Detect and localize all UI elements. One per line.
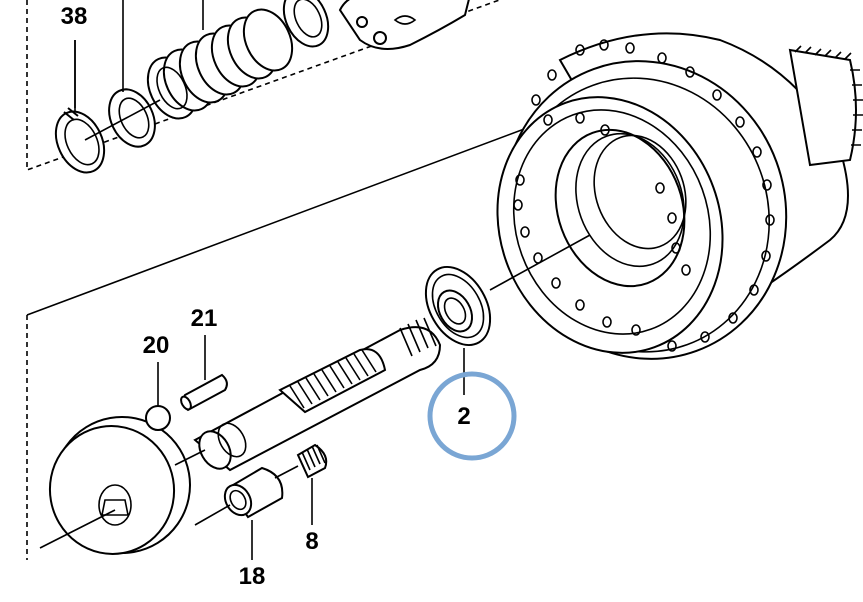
drive-shaft-part bbox=[193, 317, 442, 472]
bushing-part bbox=[223, 466, 284, 519]
callout-label-8: 8 bbox=[305, 528, 318, 555]
spring-assembly bbox=[54, 0, 470, 174]
ball-part bbox=[145, 405, 171, 431]
hub-axis-line bbox=[489, 234, 591, 291]
callout-label-2: 2 bbox=[457, 403, 470, 430]
screw-axis-line bbox=[274, 465, 299, 479]
seal-part bbox=[424, 266, 492, 346]
callout-label-38: 38 bbox=[61, 3, 88, 30]
callout-label-18: 18 bbox=[239, 563, 266, 590]
bottom-group-boundary bbox=[26, 109, 576, 560]
flange-bolt-holes bbox=[513, 39, 775, 352]
callout-label-21: 21 bbox=[191, 305, 218, 332]
circlip-part bbox=[54, 107, 106, 174]
upper-gear-part bbox=[338, 0, 470, 50]
washer-part bbox=[108, 88, 156, 148]
set-screw-part bbox=[296, 443, 328, 479]
pin-axis-line bbox=[174, 449, 206, 466]
bushing-axis-line bbox=[194, 504, 231, 526]
hub-housing-part bbox=[489, 32, 863, 360]
spring-part bbox=[146, 8, 294, 120]
top-axis-line bbox=[84, 99, 161, 141]
hub-spline-stub bbox=[788, 45, 863, 167]
flange-disc-part bbox=[48, 416, 191, 555]
callout-label-20: 20 bbox=[143, 332, 170, 359]
upper-washer-part bbox=[282, 0, 330, 48]
highlight-circle bbox=[427, 371, 517, 461]
flange-axis-line bbox=[39, 509, 116, 549]
pin-part bbox=[180, 373, 228, 412]
